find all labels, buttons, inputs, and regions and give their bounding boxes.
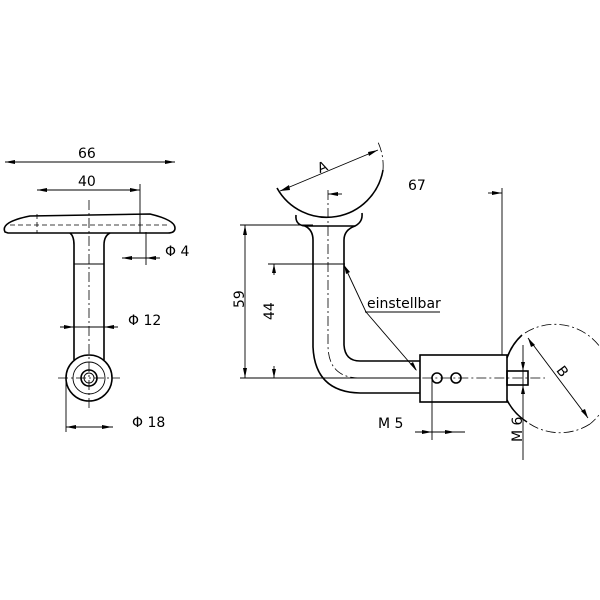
dim-44: 44 bbox=[262, 302, 278, 320]
screw bbox=[450, 372, 462, 384]
post bbox=[69, 232, 111, 360]
wall-block bbox=[419, 354, 508, 403]
dim-line-A bbox=[279, 149, 379, 192]
handrail-arc bbox=[276, 169, 384, 219]
front-view: 66 40 Φ 4 Φ 12 Φ 18 bbox=[3, 146, 189, 432]
dim-B: B bbox=[553, 363, 572, 380]
bracket-outer bbox=[304, 225, 420, 394]
base-disc bbox=[65, 354, 113, 402]
note-einstellbar: einstellbar bbox=[367, 296, 441, 312]
dim-phi-4: Φ 4 bbox=[165, 244, 189, 260]
dim-M5: M 5 bbox=[378, 416, 403, 432]
dim-59: 59 bbox=[232, 290, 248, 308]
thread-pin bbox=[506, 370, 529, 386]
dim-line-B bbox=[527, 337, 589, 419]
side-view: A B 67 59 44 einstellbar bbox=[232, 139, 600, 460]
flange bbox=[3, 213, 176, 234]
dim-66: 66 bbox=[78, 146, 96, 162]
dim-phi-18: Φ 18 bbox=[132, 415, 165, 431]
dim-40: 40 bbox=[78, 174, 96, 190]
dim-M6: M 6 bbox=[510, 416, 526, 442]
dim-67: 67 bbox=[408, 178, 426, 194]
saddle bbox=[295, 212, 363, 227]
bracket-inner bbox=[343, 225, 420, 362]
dim-A: A bbox=[315, 158, 330, 177]
dim-phi-12: Φ 12 bbox=[128, 313, 161, 329]
